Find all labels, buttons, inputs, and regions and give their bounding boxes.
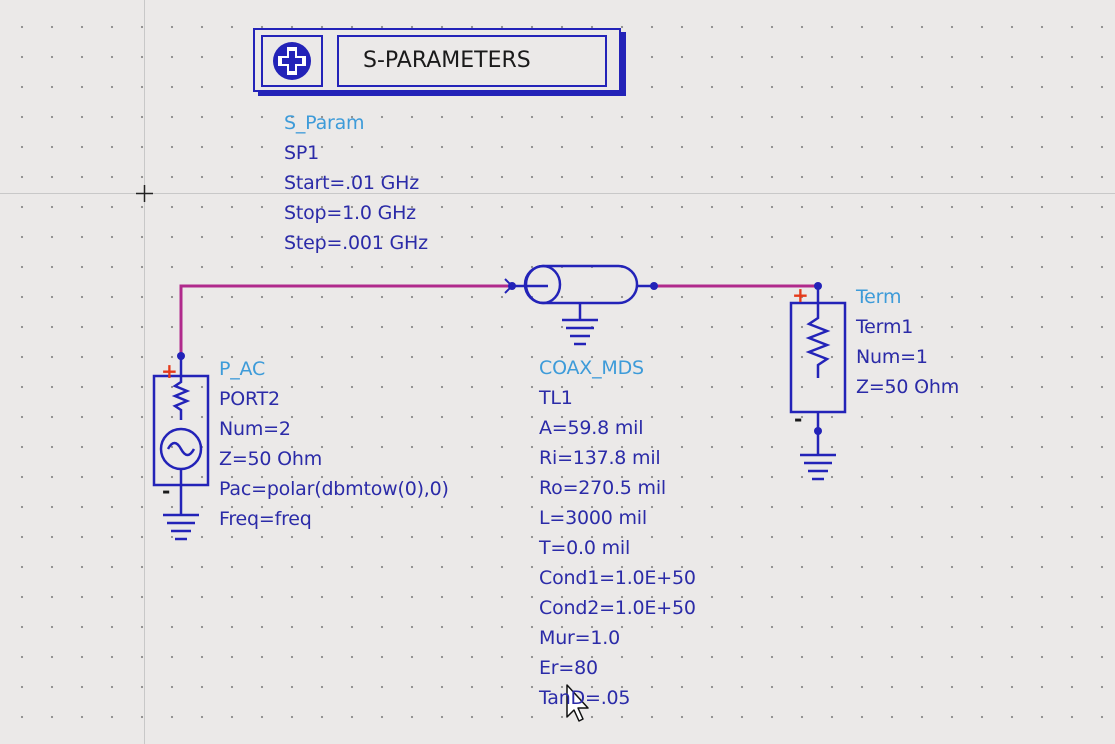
pin-plus-mark: + bbox=[161, 359, 178, 383]
sparam-instance-name: SP1 bbox=[284, 142, 320, 164]
coax-param-l: L=3000 mil bbox=[539, 507, 647, 529]
coax-param-t: T=0.0 mil bbox=[539, 537, 631, 559]
wire[interactable] bbox=[179, 284, 512, 360]
sparam-type-label: S_Param bbox=[284, 112, 365, 134]
coax-type-label: COAX_MDS bbox=[539, 357, 644, 379]
coax-param-cond1: Cond1=1.0E+50 bbox=[539, 567, 696, 589]
s-param-controller-icon bbox=[261, 35, 323, 87]
ac-source-icon bbox=[159, 427, 203, 471]
ground-icon bbox=[562, 318, 598, 346]
sparam-label-block[interactable]: S_Param SP1 Start=.01 GHz Stop=1.0 GHz S… bbox=[284, 108, 428, 258]
coax-param-er: Er=80 bbox=[539, 657, 598, 679]
port-component[interactable] bbox=[152, 352, 210, 541]
term-component[interactable] bbox=[789, 282, 847, 481]
pin-minus-mark: - bbox=[162, 479, 170, 503]
term-instance-name: Term1 bbox=[856, 316, 914, 338]
coax-param-mur: Mur=1.0 bbox=[539, 627, 620, 649]
port-freq: Freq=freq bbox=[219, 508, 312, 530]
port-num: Num=2 bbox=[219, 418, 291, 440]
ground-icon bbox=[800, 453, 836, 481]
term-type-label: Term bbox=[856, 286, 902, 308]
port-type-label: P_AC bbox=[219, 358, 266, 380]
coax-line-icon bbox=[504, 264, 658, 305]
coax-param-tand: TanD=.05 bbox=[539, 687, 631, 709]
sparam-stop: Stop=1.0 GHz bbox=[284, 202, 416, 224]
term-impedance: Z=50 Ohm bbox=[856, 376, 960, 398]
coax-param-cond2: Cond2=1.0E+50 bbox=[539, 597, 696, 619]
term-num: Num=1 bbox=[856, 346, 928, 368]
port-power: Pac=polar(dbmtow(0),0) bbox=[219, 478, 449, 500]
pin-plus-mark: + bbox=[792, 283, 809, 307]
coax-component[interactable] bbox=[504, 264, 658, 346]
port-instance-name: PORT2 bbox=[219, 388, 280, 410]
coax-label-block[interactable]: COAX_MDS TL1 A=59.8 mil Ri=137.8 mil Ro=… bbox=[539, 353, 696, 713]
resistor-icon bbox=[805, 303, 831, 378]
sparam-step: Step=.001 GHz bbox=[284, 232, 428, 254]
port-impedance: Z=50 Ohm bbox=[219, 448, 323, 470]
sparam-start: Start=.01 GHz bbox=[284, 172, 419, 194]
port-label-block[interactable]: P_AC PORT2 Num=2 Z=50 Ohm Pac=polar(dbmt… bbox=[219, 354, 449, 534]
pin-minus-mark: - bbox=[794, 407, 802, 431]
coax-param-ri: Ri=137.8 mil bbox=[539, 447, 661, 469]
term-label-block[interactable]: Term Term1 Num=1 Z=50 Ohm bbox=[856, 282, 959, 402]
s-parameters-controller[interactable]: S-PARAMETERS bbox=[253, 28, 621, 92]
s-parameters-title: S-PARAMETERS bbox=[337, 35, 607, 87]
ground-icon bbox=[163, 513, 199, 541]
mouse-pointer-icon bbox=[566, 684, 589, 722]
coax-param-ro: Ro=270.5 mil bbox=[539, 477, 666, 499]
coax-instance-name: TL1 bbox=[539, 387, 573, 409]
coax-param-a: A=59.8 mil bbox=[539, 417, 644, 439]
